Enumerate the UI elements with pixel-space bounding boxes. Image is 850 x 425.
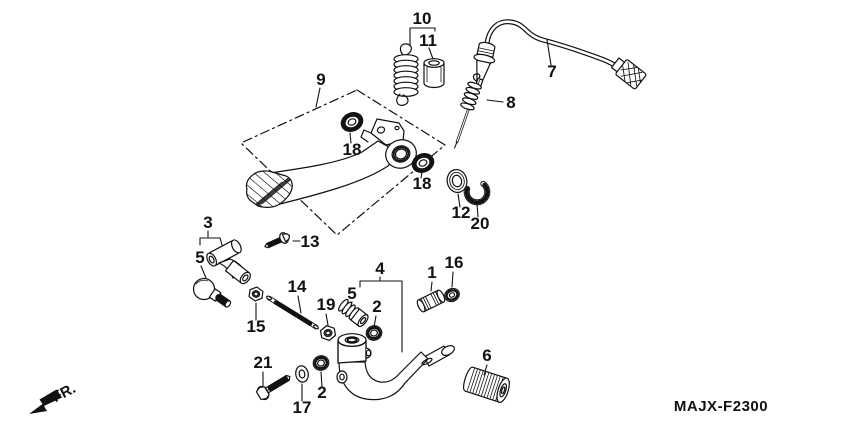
part-label-2b: 2	[317, 383, 326, 402]
part-2-washer-a	[365, 325, 383, 341]
part-label-14: 14	[288, 277, 307, 296]
part-label-1: 1	[427, 263, 436, 282]
part-2-washer-b	[312, 355, 330, 371]
front-direction-marker: FR.	[29, 380, 79, 414]
part-label-8: 8	[506, 93, 515, 112]
part-11-collar	[423, 58, 445, 89]
part-label-5a: 5	[195, 248, 204, 267]
part-9-brake-pedal	[245, 118, 417, 208]
part-label-10: 10	[413, 9, 432, 28]
part-7-switch-cable	[473, 19, 647, 90]
part-13-bolt	[264, 232, 291, 249]
part-19-nut	[319, 325, 337, 341]
part-label-12: 12	[452, 203, 471, 222]
part-label-18a: 18	[343, 140, 362, 159]
part-label-20: 20	[471, 214, 490, 233]
part-label-15: 15	[247, 317, 266, 336]
part-18-seal-a	[340, 112, 364, 132]
part-label-6: 6	[482, 346, 491, 365]
part-label-16: 16	[445, 253, 464, 272]
part-6-pedal-rubber	[463, 366, 510, 404]
front-marker-label: FR.	[49, 380, 78, 406]
part-3-joint-arm	[206, 239, 251, 285]
assembly-outline-9	[240, 89, 446, 236]
part-21-bolt	[255, 374, 291, 401]
part-label-7: 7	[547, 62, 556, 81]
part-label-21: 21	[254, 353, 273, 372]
part-label-19: 19	[317, 295, 336, 314]
leader-lines	[199, 27, 552, 402]
part-16-cap-nut	[444, 287, 460, 303]
part-1-collar	[416, 289, 446, 313]
part-4-change-pedal	[336, 333, 455, 401]
part-5-ball-joint-a	[192, 277, 232, 308]
part-label-13: 13	[301, 232, 320, 251]
part-10-return-spring	[393, 43, 419, 106]
part-20-snap-ring	[463, 180, 491, 206]
part-label-17: 17	[293, 398, 312, 417]
part-15-nut	[248, 286, 264, 302]
part-8-spring-rod	[454, 73, 482, 149]
part-label-4: 4	[375, 259, 385, 278]
part-label-5b: 5	[347, 284, 356, 303]
part-14-rod	[266, 295, 319, 330]
part-label-18b: 18	[413, 174, 432, 193]
part-label-9: 9	[316, 70, 325, 89]
part-label-3: 3	[203, 213, 212, 232]
part-12-washer	[446, 168, 468, 194]
connector-plug	[610, 57, 647, 90]
part-label-2a: 2	[372, 297, 381, 316]
diagram-code: MAJX-F2300	[674, 398, 768, 415]
part-18-seal-b	[411, 153, 435, 173]
front-arrow-icon	[29, 389, 62, 414]
part-5-ball-joint-b	[337, 298, 369, 328]
part-label-11: 11	[419, 31, 437, 50]
part-17-washer	[295, 365, 309, 383]
